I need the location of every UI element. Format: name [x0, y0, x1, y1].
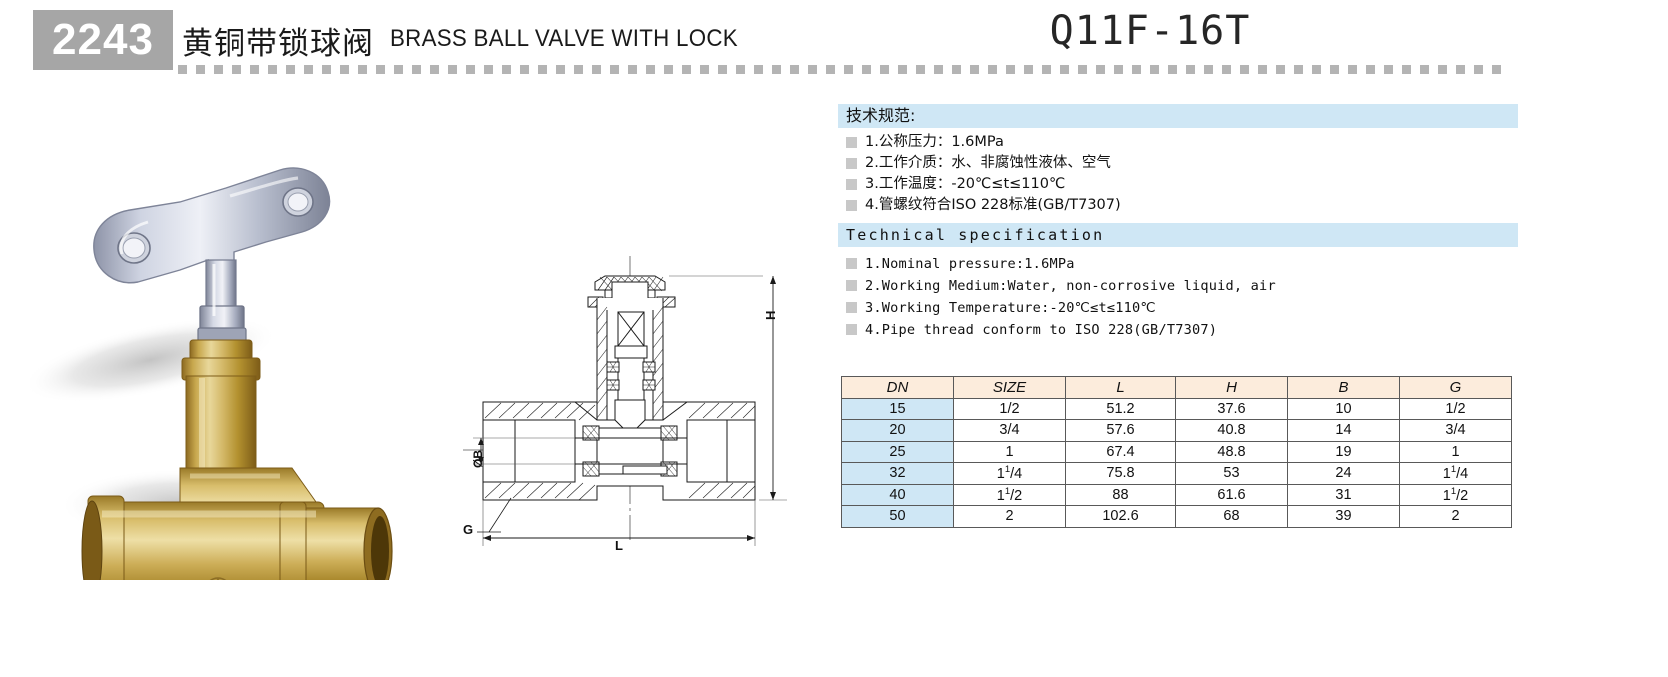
technical-drawing: H L ØB G: [455, 250, 805, 560]
spec-item: 2.工作介质：水、非腐蚀性液体、空气: [838, 153, 1518, 174]
cell-l: 51.2: [1065, 397, 1176, 420]
cell-h: 68: [1175, 505, 1288, 528]
col-header-b: B: [1287, 376, 1400, 399]
cell-l: 88: [1065, 483, 1176, 506]
cell-dn: 40: [841, 483, 954, 506]
cell-b: 10: [1287, 397, 1400, 420]
table-header-row: DN SIZE L H B G: [841, 376, 1512, 399]
cell-size: 1/2: [953, 397, 1066, 420]
spec-item: 4.Pipe thread conform to ISO 228(GB/T730…: [838, 319, 1518, 341]
cell-g: 11/2: [1399, 483, 1512, 506]
col-header-size: SIZE: [953, 376, 1066, 399]
specs-english-list: 1.Nominal pressure:1.6MPa 2.Working Medi…: [838, 253, 1518, 341]
product-code-badge: 2243: [33, 10, 173, 70]
spec-text: 1.Nominal pressure:1.6MPa: [865, 256, 1075, 272]
cell-size: 11/4: [953, 462, 1066, 485]
specs-chinese-heading: 技术规范:: [838, 104, 1518, 128]
cell-l: 75.8: [1065, 462, 1176, 485]
cell-b: 39: [1287, 505, 1400, 528]
cell-g: 1/2: [1399, 397, 1512, 420]
spec-text: 2.Working Medium:Water, non-corrosive li…: [865, 278, 1276, 294]
spec-text: 4.管螺纹符合ISO 228标准(GB/T7307): [865, 197, 1121, 213]
cell-h: 37.6: [1175, 397, 1288, 420]
square-bullet-icon: [846, 258, 857, 269]
cell-h: 61.6: [1175, 483, 1288, 506]
cell-size: 1: [953, 440, 1066, 463]
dimension-label-l: L: [615, 538, 623, 553]
spec-text: 4.Pipe thread conform to ISO 228(GB/T730…: [865, 322, 1218, 338]
spec-item: 2.Working Medium:Water, non-corrosive li…: [838, 275, 1518, 297]
cell-dn: 25: [841, 440, 954, 463]
square-bullet-icon: [846, 302, 857, 313]
square-bullet-icon: [846, 324, 857, 335]
dimension-label-g: G: [463, 522, 474, 537]
square-bullet-icon: [846, 179, 857, 190]
specs-chinese-list: 1.公称压力：1.6MPa 2.工作介质：水、非腐蚀性液体、空气 3.工作温度：…: [838, 132, 1518, 216]
cell-dn: 15: [841, 397, 954, 420]
square-bullet-icon: [846, 280, 857, 291]
col-header-h: H: [1175, 376, 1288, 399]
product-title-chinese: 黄铜带锁球阀: [182, 26, 374, 62]
square-bullet-icon: [846, 137, 857, 148]
col-header-dn: DN: [841, 376, 954, 399]
cell-l: 57.6: [1065, 419, 1176, 442]
cell-size: 11/2: [953, 483, 1066, 506]
cell-h: 48.8: [1175, 440, 1288, 463]
spec-text: 1.公称压力：1.6MPa: [865, 134, 1004, 150]
spec-item: 3.Working Temperature:-20℃≤t≤110℃: [838, 297, 1518, 319]
cell-g: 1: [1399, 440, 1512, 463]
cell-l: 67.4: [1065, 440, 1176, 463]
cell-l: 102.6: [1065, 505, 1176, 528]
valve-stem: [197, 259, 247, 343]
spec-item: 1.Nominal pressure:1.6MPa: [838, 253, 1518, 275]
cell-g: 3/4: [1399, 419, 1512, 442]
square-bullet-icon: [846, 200, 857, 211]
spec-text: 3.工作温度：-20℃≤t≤110℃: [865, 176, 1066, 192]
cell-dn: 20: [841, 419, 954, 442]
cell-dn: 50: [841, 505, 954, 528]
cell-dn: 32: [841, 462, 954, 485]
header-dashed-rule: [178, 65, 1508, 74]
dimension-label-b: ØB: [471, 450, 485, 468]
specs-english-heading: Technical specification: [838, 223, 1518, 247]
col-header-g: G: [1399, 376, 1512, 399]
page-header: 2243 黄铜带锁球阀 BRASS BALL VALVE WITH LOCK Q…: [0, 0, 1668, 80]
cell-b: 24: [1287, 462, 1400, 485]
cell-b: 19: [1287, 440, 1400, 463]
cell-b: 31: [1287, 483, 1400, 506]
valve-bonnet: [181, 339, 261, 473]
product-photo: [22, 110, 450, 609]
cell-size: 2: [953, 505, 1066, 528]
spec-item: 4.管螺纹符合ISO 228标准(GB/T7307): [838, 195, 1518, 216]
dimension-label-h: H: [763, 310, 778, 320]
spec-text: 2.工作介质：水、非腐蚀性液体、空气: [865, 155, 1111, 171]
spec-item: 3.工作温度：-20℃≤t≤110℃: [838, 174, 1518, 195]
cell-h: 53: [1175, 462, 1288, 485]
col-header-l: L: [1065, 376, 1176, 399]
cell-size: 3/4: [953, 419, 1066, 442]
cell-b: 14: [1287, 419, 1400, 442]
square-bullet-icon: [846, 158, 857, 169]
spec-text: 3.Working Temperature:-20℃≤t≤110℃: [865, 300, 1156, 316]
spec-item: 1.公称压力：1.6MPa: [838, 132, 1518, 153]
specifications-panel: 技术规范: 1.公称压力：1.6MPa 2.工作介质：水、非腐蚀性液体、空气 3…: [838, 104, 1518, 341]
product-title-english: BRASS BALL VALVE WITH LOCK: [390, 25, 738, 52]
cell-g: 2: [1399, 505, 1512, 528]
valve-body: [81, 467, 393, 609]
cell-g: 11/4: [1399, 462, 1512, 485]
cell-h: 40.8: [1175, 419, 1288, 442]
valve-lock-key-handle: [93, 167, 331, 307]
model-number: Q11F-16T: [1049, 8, 1251, 54]
